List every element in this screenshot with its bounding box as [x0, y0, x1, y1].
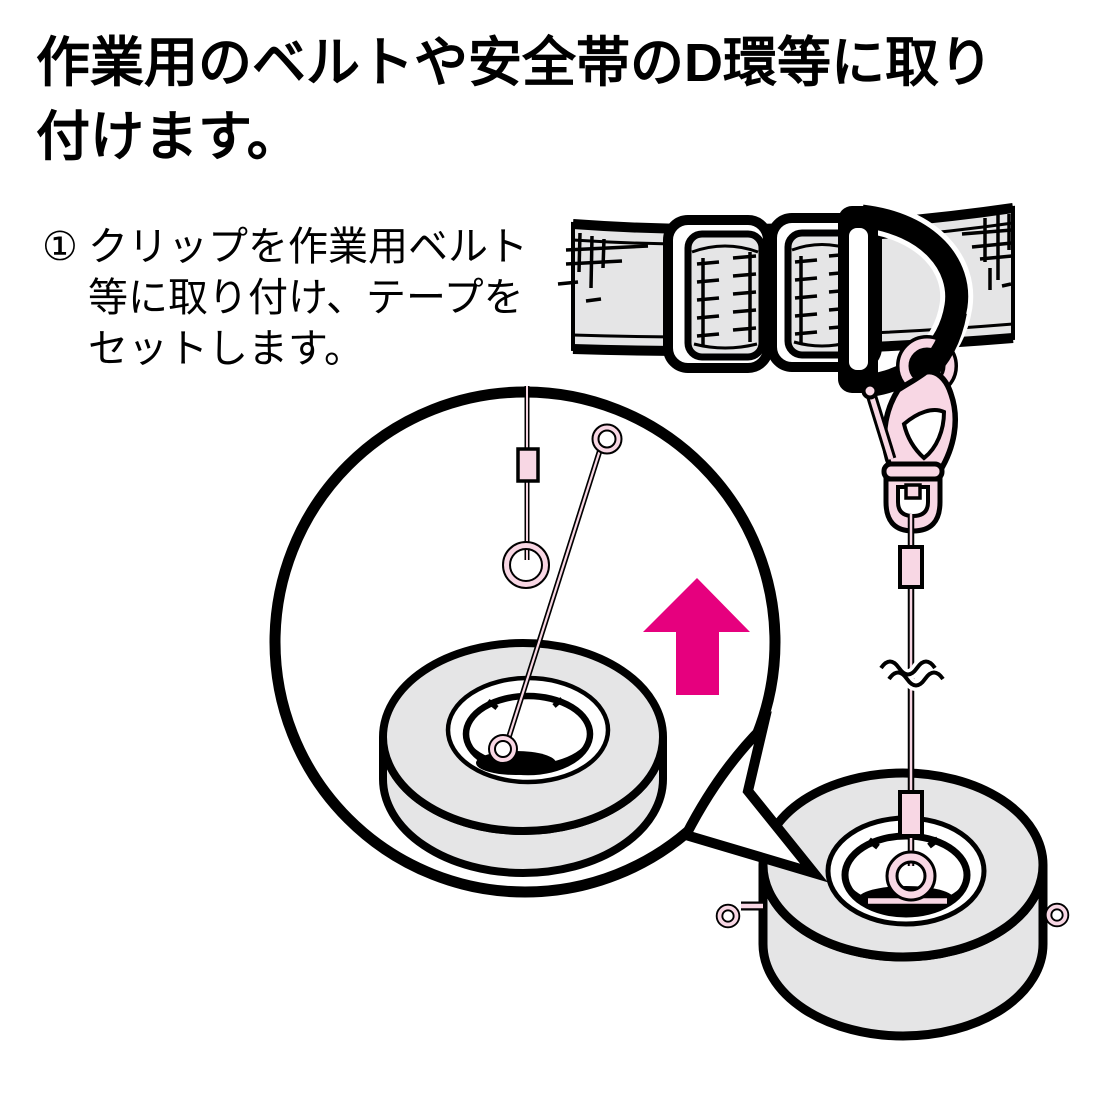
belt-hatch-left [557, 232, 649, 303]
wire-crimp-upper [898, 545, 924, 589]
step-1-line-2: 等に取り付け、テープを [88, 276, 524, 320]
clip-gate [861, 382, 897, 461]
up-arrow-icon [643, 578, 750, 695]
magnified-ring [504, 543, 548, 587]
magnified-tape-roll [379, 639, 667, 877]
step-1-line-3: セットします。 [88, 327, 364, 371]
step-1-lines: クリップを作業用ベルト 等に取り付け、テープを セットします。 [88, 222, 528, 375]
wire-break-mark [876, 656, 948, 691]
clip-window [901, 408, 947, 461]
magnified-retaining-pin [488, 423, 623, 764]
split-ring [888, 853, 934, 899]
title-line-1: 作業用のベルトや安全帯のD環等に取り [36, 33, 993, 93]
balloon-tail [678, 711, 828, 883]
snap-hook-clip [861, 309, 967, 534]
pin-end-left [715, 901, 763, 929]
wire-crimp-lower [898, 790, 924, 838]
belt-hatch-right [961, 214, 1013, 290]
page-title: 作業用のベルトや安全帯のD環等に取り 付けます。 [36, 26, 1066, 174]
clip-swivel [881, 461, 945, 534]
d-ring-slot [849, 228, 868, 370]
magnified-view [379, 386, 750, 877]
step-1-text: ① クリップを作業用ベルト 等に取り付け、テープを セットします。 [42, 222, 602, 375]
pin-end-right [1044, 902, 1070, 928]
step-1-number: ① [42, 225, 78, 269]
lanyard-wire [876, 514, 948, 902]
belt-buckle-left [663, 215, 773, 373]
title-line-2: 付けます。 [36, 107, 301, 167]
magnified-crimp [516, 447, 540, 483]
step-1-line-1: クリップを作業用ベルト [88, 225, 528, 269]
